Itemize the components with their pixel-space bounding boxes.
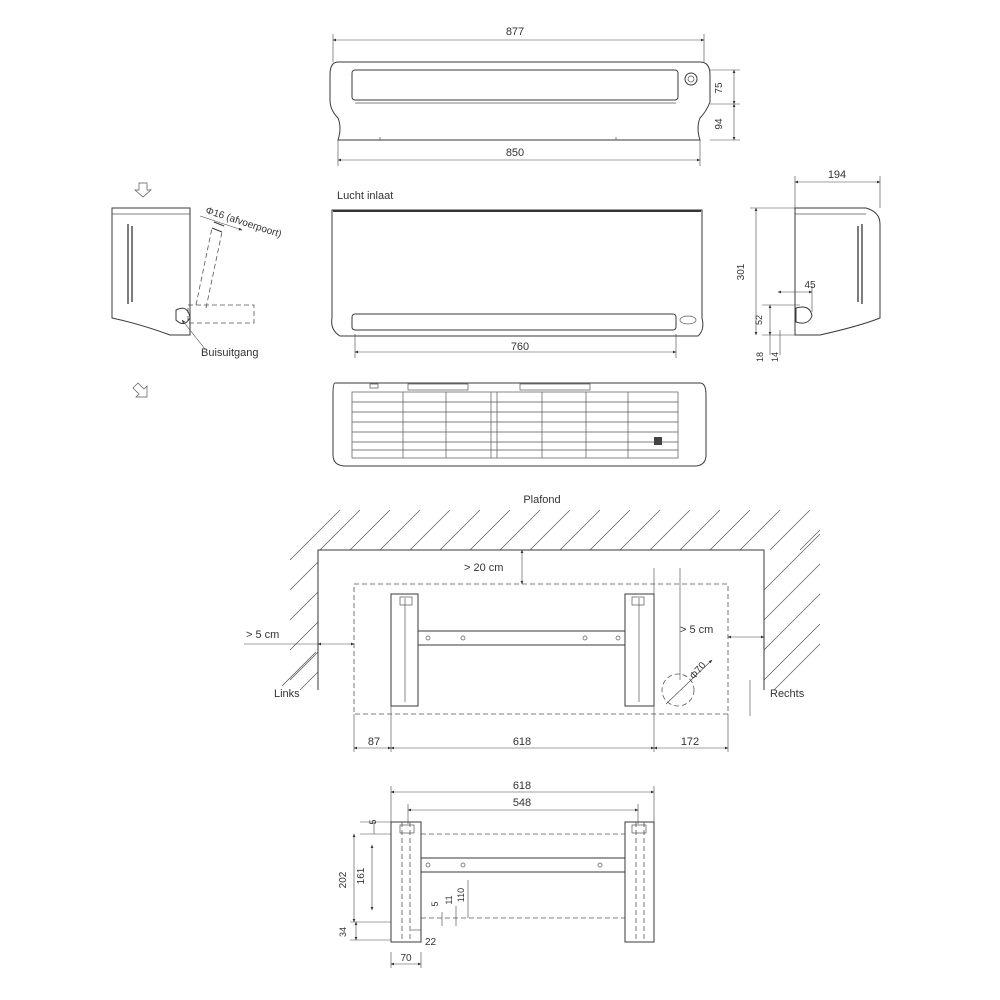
arrow-diagonal-icon (132, 382, 148, 398)
dim-plate-5b: 5 (430, 901, 440, 906)
dim-52: 52 (754, 315, 764, 325)
dim-202: 202 (338, 871, 349, 888)
air-inlet-label: Lucht inlaat (337, 190, 393, 202)
dim-18: 18 (755, 352, 765, 362)
mounting-plate-detail: 618 548 5 202 161 34 5 11 1 (338, 780, 655, 968)
dim-34: 34 (338, 927, 348, 937)
right-side-view: 194 301 45 52 18 14 (736, 169, 881, 362)
dim-plate-618: 618 (513, 780, 531, 792)
arrow-down-icon (134, 182, 152, 198)
dim-161: 161 (356, 867, 367, 884)
dim-plate-5: 5 (368, 819, 378, 824)
dim-94: 94 (714, 118, 725, 130)
dim-194: 194 (828, 169, 846, 181)
dim-22: 22 (425, 937, 437, 948)
dim-87: 87 (368, 736, 380, 748)
ceiling-label: Plafond (523, 494, 560, 506)
pipe-outlet-label: Buisuitgang (201, 347, 259, 359)
dim-301: 301 (736, 263, 747, 280)
dim-11: 11 (444, 895, 454, 904)
dim-850: 850 (506, 147, 524, 159)
installation-view: Plafond > 20 cm > 5 cm > 5 cm (244, 494, 820, 752)
clear-left-label: > 5 cm (246, 629, 279, 641)
bottom-view (332, 382, 707, 467)
dim-75: 75 (714, 82, 725, 94)
pipe-hole-label: Φ70 (688, 660, 709, 682)
dim-548: 548 (513, 797, 531, 809)
rear-view: Lucht inlaat 760 (331, 190, 704, 358)
dim-70: 70 (400, 953, 412, 964)
dim-110: 110 (456, 888, 466, 902)
left-side-view: Φ16 (afvoerpoort) Buisuitgang (111, 182, 283, 398)
dim-172: 172 (681, 736, 699, 748)
front-view: 877 75 94 850 (329, 26, 740, 166)
clear-right-label: > 5 cm (680, 624, 713, 636)
dim-14: 14 (770, 352, 780, 362)
mounting-bracket (390, 593, 655, 707)
dim-877: 877 (506, 26, 524, 38)
clear-top-label: > 20 cm (464, 562, 503, 574)
dim-45: 45 (804, 280, 816, 291)
dim-760: 760 (511, 341, 529, 353)
left-label: Links (274, 688, 300, 700)
right-label: Rechts (770, 688, 805, 700)
dim-618: 618 (513, 736, 531, 748)
wall-hatching (290, 510, 820, 690)
